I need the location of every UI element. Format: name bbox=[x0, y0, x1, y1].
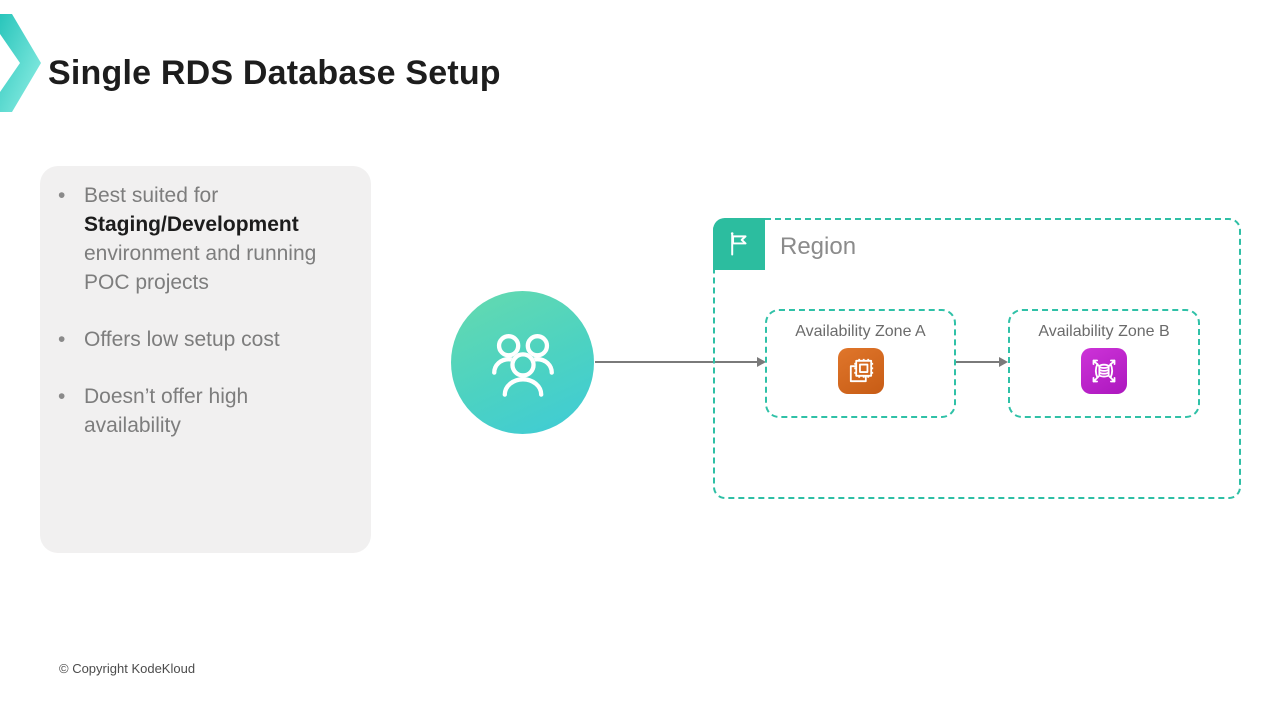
availability-zone-a-box: Availability Zone A bbox=[765, 309, 956, 418]
region-label: Region bbox=[780, 233, 857, 260]
bullet-list: Best suited for Staging/Development envi… bbox=[40, 181, 347, 440]
users-to-zone-a-arrow bbox=[595, 357, 766, 367]
region-flag-badge bbox=[713, 218, 765, 270]
bullet-item-availability: Doesn’t offer high availability bbox=[40, 382, 347, 440]
availability-zone-b-label: Availability Zone B bbox=[1038, 323, 1170, 340]
copyright-text: © Copyright KodeKloud bbox=[59, 661, 196, 676]
flag-icon bbox=[730, 232, 747, 256]
region-box bbox=[713, 218, 1241, 499]
chevron-icon bbox=[0, 14, 41, 112]
bullet-item-cost: Offers low setup cost bbox=[40, 325, 347, 354]
availability-zone-a-label: Availability Zone A bbox=[795, 323, 926, 340]
page-title: Single RDS Database Setup bbox=[48, 54, 501, 92]
zone-a-to-zone-b-arrow bbox=[956, 357, 1008, 367]
users-group-icon bbox=[491, 333, 554, 397]
availability-zone-b-box: Availability Zone B bbox=[1008, 309, 1200, 418]
bullet-bold-text: Staging/Development bbox=[84, 213, 299, 236]
bullet-item-staging: Best suited for Staging/Development envi… bbox=[40, 181, 347, 297]
users-circle bbox=[451, 291, 594, 434]
info-panel: Best suited for Staging/Development envi… bbox=[40, 166, 371, 553]
rds-database-icon bbox=[1081, 348, 1127, 394]
ec2-instance-icon bbox=[837, 348, 884, 394]
